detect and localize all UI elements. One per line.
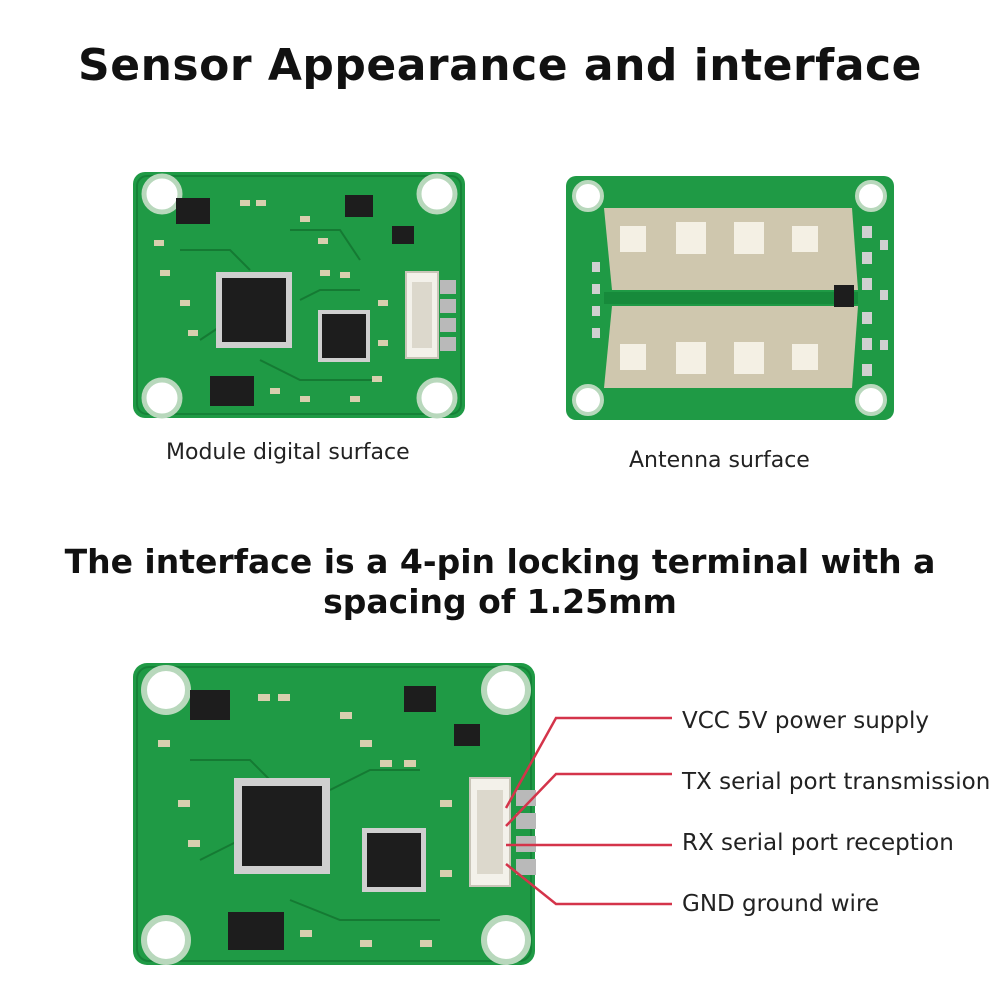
- digital-surface-caption: Module digital surface: [166, 440, 410, 465]
- driver-chip: [318, 310, 370, 362]
- antenna-surface-caption: Antenna surface: [629, 448, 810, 473]
- antenna-surface-board: [566, 176, 894, 420]
- mounting-hole: [141, 173, 458, 419]
- pin-label-rx: RX serial port reception: [682, 830, 954, 856]
- interface-description: The interface is a 4-pin locking termina…: [64, 542, 936, 621]
- pin-leader-lines: [504, 716, 672, 906]
- mcu-chip: [216, 272, 292, 348]
- digital-surface-board: [133, 172, 465, 419]
- antenna-array: [604, 208, 858, 388]
- pin-label-gnd: GND ground wire: [682, 891, 880, 917]
- pin-label-vcc: VCC 5V power supply: [682, 708, 930, 734]
- interface-board: [133, 663, 536, 965]
- pin-connector-closeup: [469, 777, 536, 887]
- pin-label-tx: TX serial port transmission: [682, 769, 991, 795]
- page-title: Sensor Appearance and interface: [78, 40, 922, 91]
- pin-connector: [405, 271, 456, 359]
